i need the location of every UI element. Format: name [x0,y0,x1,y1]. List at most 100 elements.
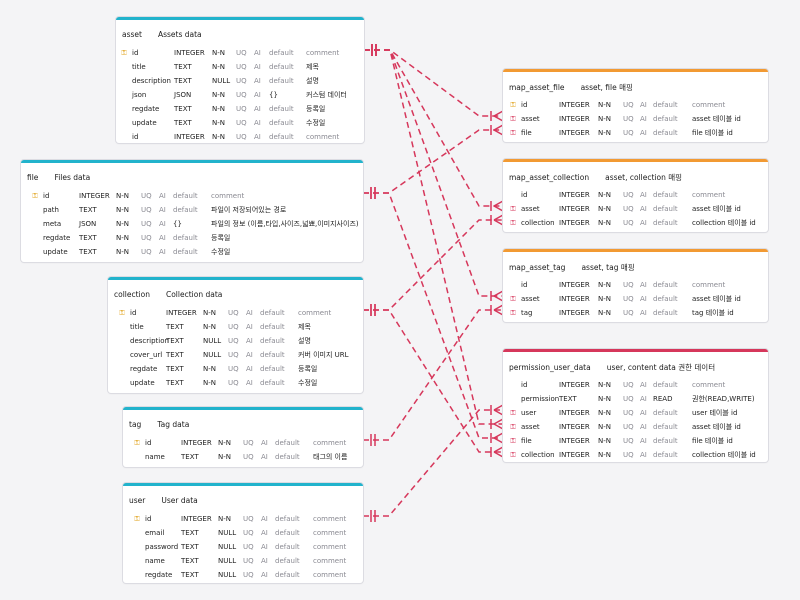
column-name: id [521,101,528,109]
column-type: INTEGER [166,309,197,317]
table-title: User data [161,496,198,505]
column-nullable: N-N [203,379,216,387]
foreign-key-icon: ⚿ [510,115,516,123]
column-default: default [173,248,198,256]
cardinality-many-mark [493,446,504,458]
column-autoincrement: AI [254,133,261,141]
column-autoincrement: AI [261,557,268,565]
column-autoincrement: AI [254,77,261,85]
column-autoincrement: AI [159,234,166,242]
column-autoincrement: AI [159,192,166,200]
column-default: default [269,105,294,113]
column-comment: comment [313,529,347,537]
column-type: TEXT [174,63,192,71]
column-type: INTEGER [559,219,590,227]
column-comment: collection 테이블 id [692,451,756,459]
column-name: id [130,309,137,317]
column-unique: UQ [236,105,247,113]
column-autoincrement: AI [246,337,253,345]
column-default: default [173,192,198,200]
column-autoincrement: AI [254,63,261,71]
column-comment: 수정일 [306,119,326,127]
column-default: default [653,129,678,137]
column-unique: UQ [623,219,634,227]
column-nullable: N-N [203,365,216,373]
column-nullable: N-N [116,220,129,228]
column-autoincrement: AI [246,309,253,317]
column-type: TEXT [166,323,184,331]
column-name: name [145,557,165,565]
relation-collection-map_asset_collection-2 [363,214,504,316]
column-autoincrement: AI [640,395,647,403]
column-comment: 태그의 이름 [313,453,348,461]
table-name: map_asset_collection [509,173,590,182]
column-name: asset [521,295,540,303]
column-nullable: N-N [212,49,225,57]
column-autoincrement: AI [246,379,253,387]
column-default: default [269,133,294,141]
column-comment: 커스텀 데이터 [306,91,347,99]
column-name: id [521,281,528,289]
column-unique: UQ [623,309,634,317]
column-name: id [521,381,528,389]
column-type: TEXT [79,248,97,256]
column-nullable: N-N [598,115,611,123]
column-default: default [653,451,678,459]
column-comment: collection 테이블 id [692,219,756,227]
table-name: file [27,173,39,182]
column-unique: UQ [623,205,634,213]
cardinality-many-mark [493,200,504,212]
column-comment: asset 테이블 id [692,423,741,431]
